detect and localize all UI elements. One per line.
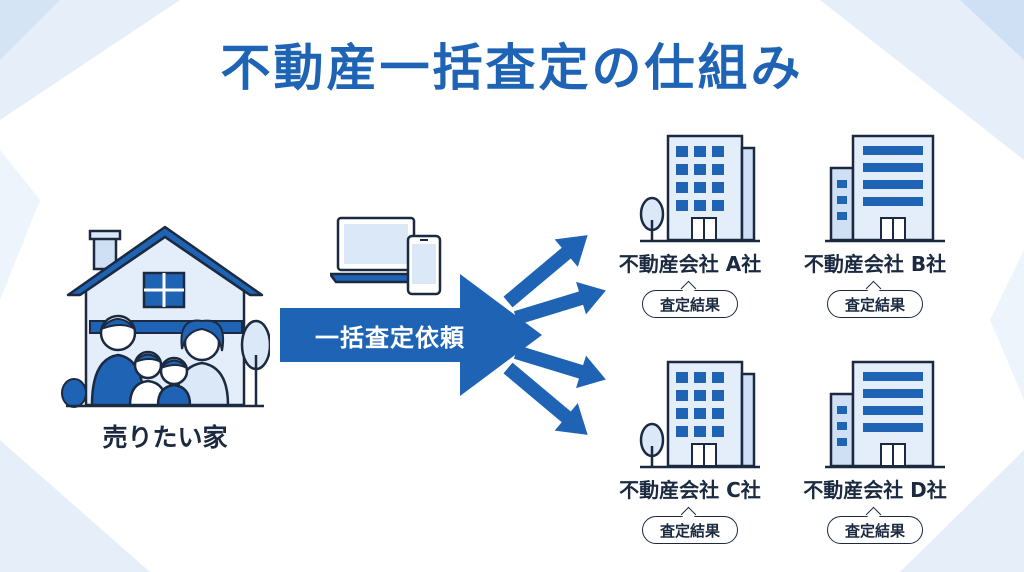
office-building-icon (825, 134, 945, 243)
company-name: 不動産会社 A社 (618, 252, 762, 276)
page-title: 不動産一括査定の仕組み (220, 39, 804, 97)
devices-icon (330, 216, 442, 296)
request-arrow (280, 274, 542, 396)
house-label: 売りたい家 (102, 423, 228, 452)
office-building-icon (639, 134, 760, 243)
request-label: 一括査定依頼 (315, 324, 465, 352)
office-building-icon (825, 360, 945, 469)
smartphone-icon (406, 234, 442, 296)
company-card-a: 不動産会社 A社 査定結果 (595, 132, 785, 332)
company-name: 不動産会社 B社 (803, 252, 947, 276)
result-badge: 査定結果 (827, 290, 923, 318)
company-card-d: 不動産会社 D社 査定結果 (780, 358, 970, 558)
office-building-icon (639, 360, 760, 469)
company-card-b: 不動産会社 B社 査定結果 (780, 132, 970, 332)
result-badge: 査定結果 (642, 290, 738, 318)
result-badge: 査定結果 (827, 516, 923, 544)
company-name: 不動産会社 C社 (619, 478, 761, 502)
company-name: 不動産会社 D社 (803, 478, 947, 502)
company-card-c: 不動産会社 C社 査定結果 (595, 358, 785, 558)
result-badge: 査定結果 (642, 516, 738, 544)
laptop-icon (330, 216, 425, 284)
distribution-arrows (503, 235, 606, 435)
house-with-family-icon (61, 225, 270, 408)
